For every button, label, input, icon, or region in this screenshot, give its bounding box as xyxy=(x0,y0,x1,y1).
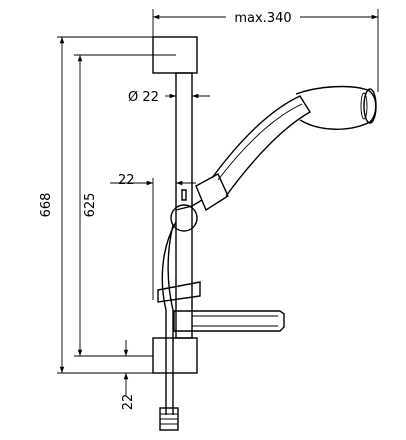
bottom-wall-bracket xyxy=(152,337,198,374)
hand-shower-handle xyxy=(211,95,311,197)
soap-dish xyxy=(173,310,285,332)
shower-rail-assembly xyxy=(152,36,377,431)
dimension-lines xyxy=(57,9,379,395)
side-offset-label: 22 xyxy=(118,173,135,188)
hand-shower-holder xyxy=(195,173,229,212)
hand-shower-handle-inner xyxy=(217,103,303,181)
slider-body xyxy=(175,199,203,211)
bottom-offset-label: 22 xyxy=(121,394,136,411)
knob-pin xyxy=(181,189,187,201)
spray-face xyxy=(363,88,377,124)
height-total-label: 668 xyxy=(39,193,54,218)
soap-dish-rim xyxy=(192,315,278,327)
slider-knob xyxy=(170,204,198,232)
diameter-label: Ø 22 xyxy=(128,90,159,105)
soap-dish-holder xyxy=(157,281,201,303)
height-bar-label: 625 xyxy=(83,193,98,218)
max-width-label: max.340 xyxy=(234,11,291,26)
shower-hose xyxy=(161,221,177,415)
spray-face-inner xyxy=(360,92,368,120)
hose-fitting-grip xyxy=(160,413,178,425)
